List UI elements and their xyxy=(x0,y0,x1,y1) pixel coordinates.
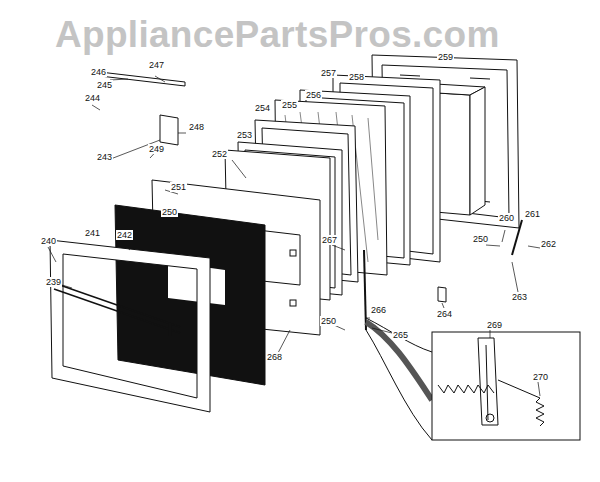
callout-number: 242 xyxy=(116,230,133,240)
watermark: AppliancePartsPros.com xyxy=(55,14,500,56)
callout-number: 252 xyxy=(211,149,228,159)
callout-number: 257 xyxy=(320,68,337,78)
callout-number: 268 xyxy=(266,352,283,362)
callout-number: 262 xyxy=(540,239,557,249)
callout-number: 256 xyxy=(305,90,322,100)
callout-number: 264 xyxy=(436,309,453,319)
callout-number: 250 xyxy=(320,316,337,326)
callout-number: 255 xyxy=(281,100,298,110)
callout-number: 247 xyxy=(148,60,165,70)
callout-number: 241 xyxy=(84,228,101,238)
callout-number: 261 xyxy=(524,209,541,219)
callout-number: 266 xyxy=(370,305,387,315)
callout-number: 269 xyxy=(486,320,503,330)
callout-number: 240 xyxy=(40,236,57,246)
callout-number: 245 xyxy=(96,80,113,90)
callout-number: 248 xyxy=(188,122,205,132)
callout-number: 267 xyxy=(321,235,338,245)
callout-number: 259 xyxy=(437,52,454,62)
callout-number: 244 xyxy=(84,93,101,103)
callout-number: 263 xyxy=(511,292,528,302)
callout-number: 250 xyxy=(472,234,489,244)
callout-number: 254 xyxy=(254,103,271,113)
callout-number: 253 xyxy=(236,130,253,140)
callout-number: 243 xyxy=(96,152,113,162)
callout-number: 265 xyxy=(392,330,409,340)
callout-number: 249 xyxy=(148,144,165,154)
callout-number: 260 xyxy=(498,213,515,223)
callout-number: 270 xyxy=(532,372,549,382)
callout-number: 246 xyxy=(90,67,107,77)
callout-number: 258 xyxy=(348,72,365,82)
callout-number: 250 xyxy=(161,207,178,217)
callout-number: 251 xyxy=(170,182,187,192)
callout-number: 239 xyxy=(45,277,62,287)
